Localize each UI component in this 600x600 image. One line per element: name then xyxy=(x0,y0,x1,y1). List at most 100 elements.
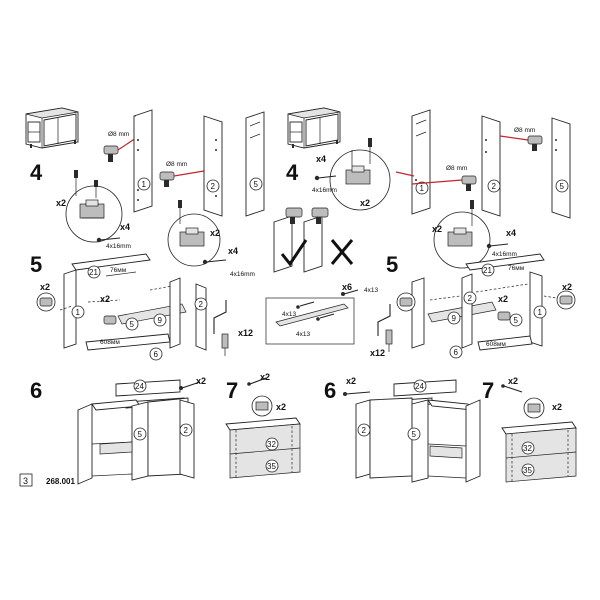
screw-size-label: 4x16mm xyxy=(492,251,517,258)
part-number: 2 xyxy=(211,182,216,191)
side-panel-2: 2 xyxy=(203,115,223,217)
screw-size-label: 4x13 xyxy=(282,311,296,318)
drawer-assembly-step7: 32 35 xyxy=(501,384,577,483)
part-number: 32 xyxy=(523,444,532,453)
dimension-label: 76мм xyxy=(110,267,127,274)
cabinet-preview-left xyxy=(25,107,79,149)
step-number: 6 xyxy=(324,378,336,403)
qty-label: x6 xyxy=(342,282,352,292)
part-number: 35 xyxy=(267,462,276,471)
screw-icon xyxy=(202,259,227,265)
screw-size-label: 4x16mm xyxy=(106,243,131,250)
step-number: 7 xyxy=(482,378,494,403)
dimension-label: 608мм xyxy=(486,341,506,348)
dimension-label: 608мм xyxy=(100,339,120,346)
step-number: 4 xyxy=(286,160,299,185)
hinge-detail-circle xyxy=(167,200,221,267)
drill-size-label: Ø8 mm xyxy=(514,127,535,134)
drill-icon xyxy=(461,175,477,191)
page-footer: 3 268.001 xyxy=(19,473,75,487)
dowel-icon xyxy=(377,304,393,352)
hinge-detail-circle xyxy=(329,138,391,211)
qty-label: x4 xyxy=(506,228,516,238)
qty-label: x2 xyxy=(260,372,270,382)
screw-size-label: 4x16mm xyxy=(312,187,337,194)
qty-label: x2 xyxy=(56,198,66,208)
qty-label: x12 xyxy=(238,328,253,338)
screw-icon xyxy=(486,243,509,249)
part-number: 9 xyxy=(158,316,163,325)
part-number: 9 xyxy=(452,314,457,323)
correct-incorrect-illustration xyxy=(273,207,354,273)
screw-size-label: 4x13 xyxy=(364,287,378,294)
drill-size-label: Ø8 mm xyxy=(108,131,129,138)
part-number: 1 xyxy=(76,308,81,317)
hinge-detail-circle xyxy=(65,170,123,243)
side-panel-5: 5 xyxy=(245,111,265,217)
left-instructions: 4 x2 x4 4x16mm Ø8 mm xyxy=(25,107,301,485)
part-number: 5 xyxy=(560,182,565,191)
part-number: 24 xyxy=(415,382,424,391)
drill-size-label: Ø8 mm xyxy=(446,165,467,172)
qty-label: x2 xyxy=(196,376,206,386)
qty-label: x2 xyxy=(276,402,286,412)
drill-icon xyxy=(159,169,211,187)
qty-label: x4 xyxy=(228,246,238,256)
drill-icon xyxy=(285,207,329,224)
qty-label: x2 xyxy=(360,198,370,208)
dimension-label: 76мм xyxy=(508,265,525,272)
screw-icon xyxy=(96,237,121,243)
part-number: 6 xyxy=(154,350,159,359)
part-number: 21 xyxy=(483,266,492,275)
qty-label: x4 xyxy=(316,154,326,164)
side-panel-5: 5 xyxy=(551,117,571,219)
part-number: 1 xyxy=(420,184,425,193)
qty-label: x4 xyxy=(120,222,130,232)
side-panel-1: 1 xyxy=(411,109,431,215)
rail-fixing-detail: 4x13 4x13 xyxy=(265,289,359,345)
qty-label: x2 xyxy=(346,376,356,386)
carcass-assembly-step5: 21 76мм 1 9 2 608мм 6 5 xyxy=(36,253,208,361)
part-number: 1 xyxy=(142,180,147,189)
qty-label: x2 xyxy=(552,402,562,412)
checkmark-icon xyxy=(280,239,308,267)
cabinet-preview-right xyxy=(287,107,341,149)
qty-label: x2 xyxy=(498,294,508,304)
screw-size-label: 4x16mm xyxy=(230,271,255,278)
document-code: 268.001 xyxy=(46,477,75,486)
side-panel-1: 1 xyxy=(133,109,153,213)
part-number: 6 xyxy=(454,348,459,357)
carcass-assembly-step6: 24 21 5 2 xyxy=(343,379,481,483)
part-number: 2 xyxy=(492,182,497,191)
step-number: 6 xyxy=(30,378,42,403)
qty-label: x2 xyxy=(562,282,572,292)
qty-label: x2 xyxy=(210,228,220,238)
carcass-assembly-step6: 24 21 5 2 xyxy=(77,379,201,485)
qty-label: x12 xyxy=(370,348,385,358)
part-number: 5 xyxy=(412,430,417,439)
part-number: 2 xyxy=(468,294,473,303)
screw-icon xyxy=(314,175,337,181)
drill-icon xyxy=(103,137,137,162)
side-panel-2: 2 xyxy=(481,115,501,217)
qty-label: x2 xyxy=(40,282,50,292)
right-instructions: 4 x4 4x16mm x2 1 Ø8 mm xyxy=(286,107,577,483)
part-number: 21 xyxy=(89,268,98,277)
hinge-detail-circle xyxy=(433,200,491,269)
part-number: 32 xyxy=(267,440,276,449)
qty-label: x2 xyxy=(432,224,442,234)
part-number: 2 xyxy=(362,426,367,435)
page-number: 3 xyxy=(23,476,28,486)
qty-label: x2 xyxy=(100,294,110,304)
step-number: 5 xyxy=(386,252,398,277)
step-number: 4 xyxy=(30,160,43,185)
screw-size-label: 4x13 xyxy=(296,331,310,338)
drawer-assembly-step7: 32 35 xyxy=(225,377,301,479)
drill-icon xyxy=(527,135,543,151)
step-number: 7 xyxy=(226,378,238,403)
part-number: 35 xyxy=(523,466,532,475)
drill-size-label: Ø8 mm xyxy=(166,161,187,168)
cross-icon xyxy=(330,239,354,265)
part-number: 5 xyxy=(138,430,143,439)
